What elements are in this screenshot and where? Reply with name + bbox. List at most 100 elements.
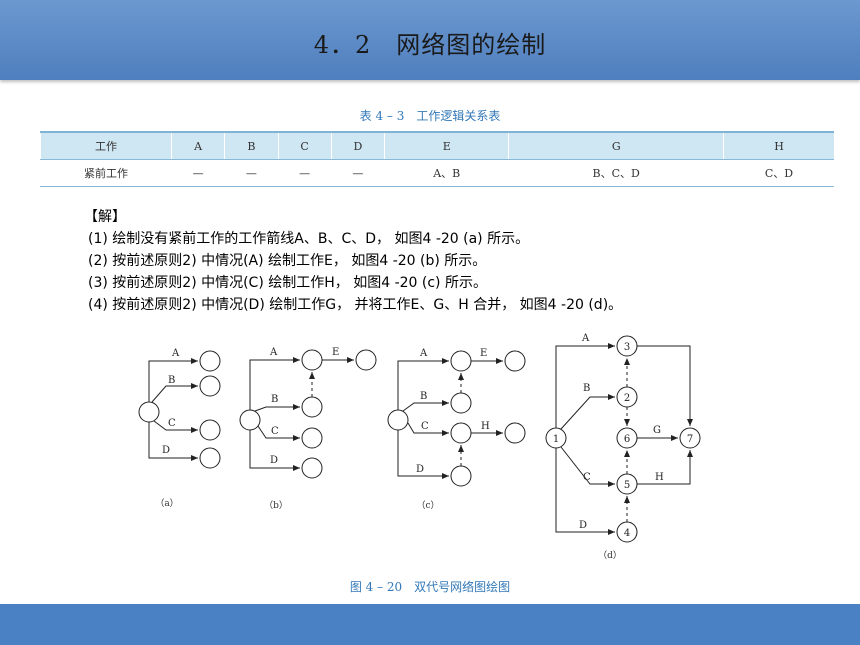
arrow-h	[637, 450, 693, 485]
node	[301, 396, 323, 418]
panel-label: （d）	[598, 550, 622, 561]
node-label: 7	[687, 434, 693, 445]
node-label: 6	[624, 434, 630, 445]
solution-step: (4) 按前述原则2) 中情况(D) 绘制工作G， 并将工作E、G、H 合并， …	[88, 297, 623, 313]
table-cell: —	[170, 159, 225, 187]
diagram-panel-a	[138, 350, 221, 469]
label-d: D	[162, 445, 170, 456]
table-caption: 表 4 – 3 工作逻辑关系表	[359, 109, 501, 123]
arrow-b	[402, 400, 449, 412]
table-cell: D	[330, 131, 385, 160]
arrow-c	[257, 425, 300, 441]
page-title: 4．2 网络图的绘制	[313, 31, 547, 59]
panel-label: （a）	[155, 498, 178, 509]
label-b: B	[168, 375, 175, 386]
table-header-row: 工作 A B C D E G H	[40, 131, 834, 160]
table-cell: C	[277, 131, 332, 160]
figure-caption: 图 4 – 20 双代号网络图绘图	[349, 580, 511, 594]
label-h: H	[655, 472, 664, 483]
solution-block: 【解】 (1) 绘制没有紧前工作的工作箭线A、B、C、D， 如图4 -20 (a…	[84, 206, 623, 316]
arrow-d	[397, 430, 449, 479]
node-label: 3	[624, 342, 630, 353]
node	[450, 350, 472, 372]
table-cell: H	[723, 131, 834, 160]
label-d: D	[270, 455, 278, 466]
label-c: C	[271, 426, 279, 437]
label-a: A	[419, 348, 428, 359]
node	[301, 427, 323, 449]
label-b: B	[271, 394, 278, 405]
start-node	[138, 401, 160, 423]
table-cell: 工作	[40, 131, 172, 160]
solution-title: 【解】	[84, 209, 126, 225]
table-row: 紧前工作 — — — — A、B B、C、D C、D	[40, 159, 834, 187]
table-cell: C、D	[723, 159, 834, 187]
logic-table: 工作 A B C D E G H 紧前工作 — — — — A、B B、C、D …	[40, 131, 834, 187]
label-c: C	[583, 472, 591, 483]
node	[450, 392, 472, 414]
label-a: A	[269, 347, 278, 358]
label-d: D	[416, 464, 424, 475]
table-cell: —	[277, 159, 332, 187]
label-d: D	[579, 520, 587, 531]
arrow-d	[148, 422, 198, 461]
solution-step: (2) 按前述原则2) 中情况(A) 绘制工作E， 如图4 -20 (b) 所示…	[88, 253, 487, 269]
node	[504, 422, 526, 444]
node	[504, 350, 526, 372]
solution-step: (3) 按前述原则2) 中情况(C) 绘制工作H， 如图4 -20 (c) 所示…	[88, 275, 487, 291]
label-a: A	[171, 348, 180, 359]
arrow-c	[153, 420, 198, 433]
network-diagram: A B C D A B C D E A B C D E H A B C D G …	[138, 333, 701, 561]
node-label: 2	[624, 393, 630, 404]
arrow-a	[397, 358, 449, 410]
header-bar: 4．2 网络图的绘制	[0, 0, 860, 80]
table-cell: E	[383, 131, 509, 160]
label-b: B	[583, 383, 590, 394]
panel-label: （c）	[416, 500, 439, 511]
arrow-b	[151, 383, 198, 403]
diagram-panel-b	[239, 349, 377, 479]
arrow-d	[555, 448, 615, 535]
footer-bar	[0, 604, 860, 645]
table-cell: —	[330, 159, 385, 187]
table-cell: G	[508, 131, 724, 160]
table-cell: —	[224, 159, 278, 187]
node-label: 5	[624, 480, 630, 491]
panel-label: （b）	[264, 500, 288, 511]
label-e: E	[480, 348, 487, 359]
arrow-b	[560, 394, 615, 430]
node	[301, 457, 323, 479]
label-g: G	[653, 425, 661, 436]
arrow-a	[249, 357, 300, 410]
node-label: 4	[624, 528, 630, 539]
node-label: 1	[553, 434, 559, 445]
node	[450, 465, 472, 487]
arrow-c	[560, 446, 615, 487]
arrow-e	[637, 345, 693, 426]
arrow-a	[148, 358, 198, 402]
solution-step: (1) 绘制没有紧前工作的工作箭线A、B、C、D， 如图4 -20 (a) 所示…	[88, 231, 530, 247]
node	[199, 447, 221, 469]
arrow-a	[555, 343, 615, 428]
label-a: A	[581, 333, 590, 344]
node	[199, 419, 221, 441]
node	[301, 349, 323, 371]
diagram-panel-c	[387, 350, 526, 487]
table-cell: A、B	[383, 159, 509, 187]
arrow-b	[254, 404, 300, 412]
label-h: H	[481, 421, 490, 432]
table-cell: A	[170, 131, 225, 160]
table-cell: B	[224, 131, 278, 160]
node	[355, 349, 377, 371]
node-7	[679, 427, 701, 449]
label-b: B	[420, 391, 427, 402]
node	[450, 422, 472, 444]
start-node	[387, 409, 409, 431]
start-node	[239, 409, 261, 431]
label-c: C	[421, 421, 429, 432]
label-e: E	[332, 347, 339, 358]
table-cell: B、C、D	[508, 159, 724, 187]
node	[199, 375, 221, 397]
table-cell: 紧前工作	[40, 159, 172, 187]
diagram-panel-d	[545, 335, 701, 543]
